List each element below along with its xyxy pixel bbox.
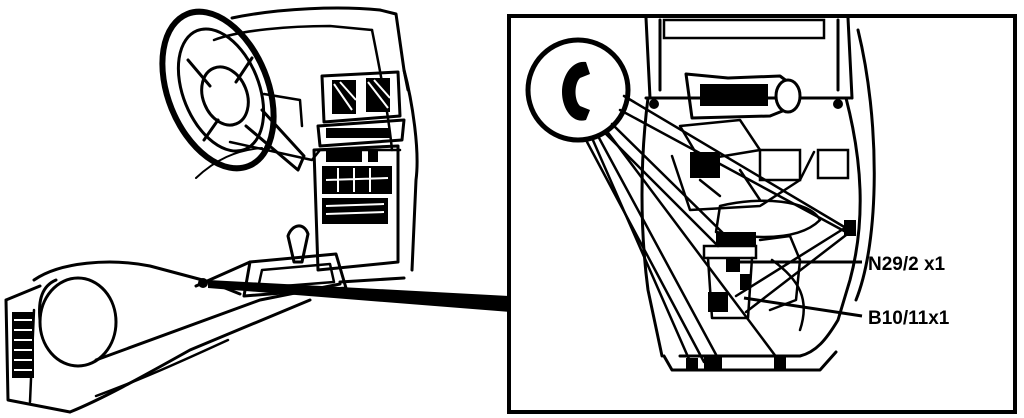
interior-overview — [4, 6, 510, 414]
telephone-handset-icon — [525, 37, 631, 143]
rear-armrest — [4, 260, 342, 414]
detail-view: N29/2 x1 B10/11x1 — [507, 14, 1017, 414]
center-console-panels — [312, 70, 406, 272]
upper-module — [670, 72, 850, 239]
clip-points — [686, 220, 856, 370]
detail-leader-beam — [208, 280, 510, 312]
connector-location-dot — [198, 278, 208, 288]
callout-n29-2-x1: N29/2 x1 — [868, 254, 946, 275]
console-housing — [640, 16, 876, 372]
callout-b10-11x1: B10/11x1 — [868, 308, 950, 329]
b10-leader-line — [743, 296, 863, 318]
steering-wheel — [159, 8, 306, 172]
